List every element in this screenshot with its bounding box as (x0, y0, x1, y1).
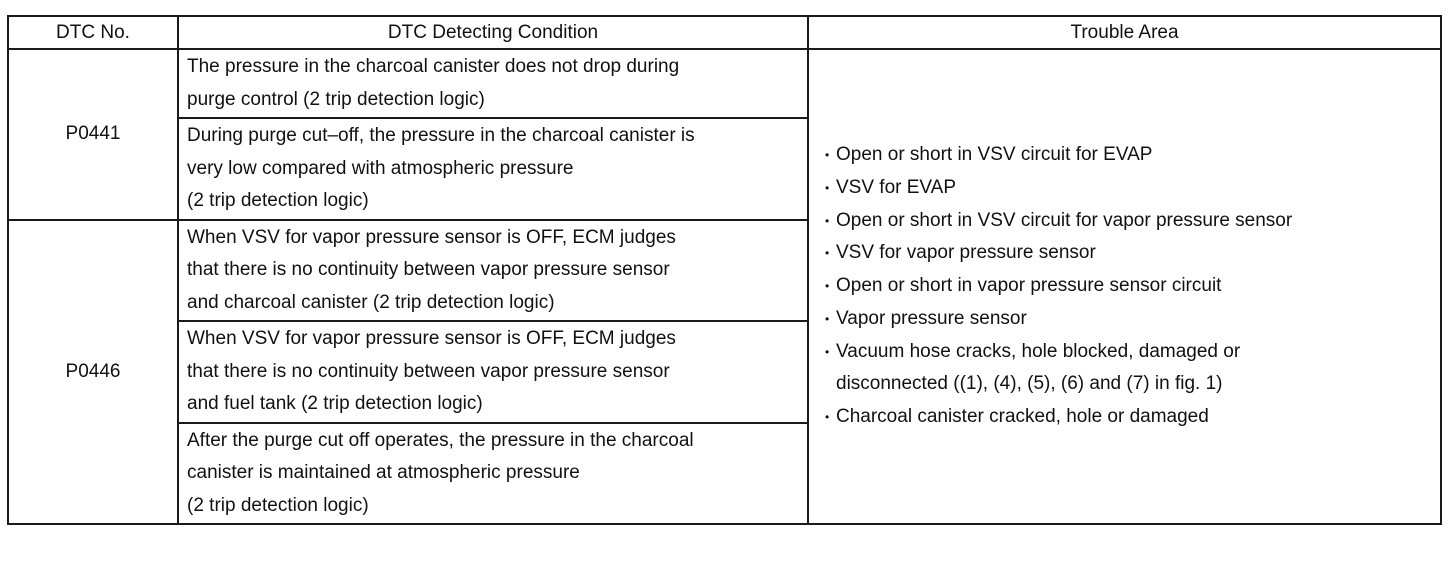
list-item: • Open or short in VSV circuit for vapor … (825, 205, 1430, 238)
condition-cell: The pressure in the charcoal canister do… (177, 48, 809, 119)
condition-cell: During purge cut–off, the pressure in th… (177, 117, 809, 221)
trouble-item-text: Vacuum hose cracks, hole blocked, damage… (836, 340, 1241, 395)
bullet-icon: • (825, 279, 830, 294)
header-trouble-area: Trouble Area (807, 15, 1442, 50)
trouble-item-text: Vapor pressure sensor (836, 307, 1027, 329)
bullet-icon: • (825, 409, 830, 424)
list-item: • Vacuum hose cracks, hole blocked, damag… (825, 336, 1430, 401)
table-row: During purge cut–off, the pressure in th… (8, 117, 1441, 221)
table-row: When VSV for vapor pressure sensor is OF… (8, 320, 1441, 424)
trouble-item-text: VSV for EVAP (836, 177, 957, 199)
condition-cell: When VSV for vapor pressure sensor is OF… (177, 320, 809, 424)
list-item: • Open or short in vapor pressure sensor … (825, 270, 1430, 303)
condition-cell: When VSV for vapor pressure sensor is OF… (177, 218, 809, 322)
bullet-icon: • (825, 181, 830, 196)
dtc-code-p0441: P0441 (7, 48, 179, 221)
table-row: P0441 The pressure in the charcoal canis… (7, 48, 1442, 525)
trouble-item-text: Open or short in vapor pressure sensor c… (836, 275, 1222, 297)
trouble-area-cell: • Open or short in VSV circuit for EVAP •… (807, 48, 1442, 525)
bullet-icon: • (825, 246, 830, 261)
header-row: DTC No. DTC Detecting Condition Trouble … (7, 15, 1442, 50)
header-detecting-condition: DTC Detecting Condition (177, 15, 809, 50)
trouble-item-text: Open or short in VSV circuit for vapor p… (836, 209, 1293, 231)
bullet-icon: • (825, 344, 830, 359)
list-item: • Vapor pressure sensor (825, 303, 1430, 336)
bullet-icon: • (825, 148, 830, 163)
trouble-item-text: VSV for vapor pressure sensor (836, 242, 1096, 264)
trouble-item-text: Open or short in VSV circuit for EVAP (836, 144, 1153, 166)
trouble-item-text: Charcoal canister cracked, hole or damag… (836, 405, 1209, 427)
table-row: P0446 When VSV for vapor pressure sensor… (7, 218, 1441, 525)
table-row: After the purge cut off operates, the pr… (8, 421, 1441, 525)
trouble-area-list: • Open or short in VSV circuit for EVAP •… (825, 139, 1430, 433)
list-item: • VSV for vapor pressure sensor (825, 237, 1430, 270)
dtc-code-p0446: P0446 (7, 218, 179, 525)
dtc-table: DTC No. DTC Detecting Condition Trouble … (7, 15, 1442, 525)
list-item: • Charcoal canister cracked, hole or dama… (825, 401, 1430, 434)
list-item: • VSV for EVAP (825, 172, 1430, 205)
bullet-icon: • (825, 311, 830, 326)
bullet-icon: • (825, 213, 830, 228)
list-item: • Open or short in VSV circuit for EVAP (825, 139, 1430, 172)
header-dtc-no: DTC No. (7, 15, 179, 50)
condition-cell: After the purge cut off operates, the pr… (177, 421, 809, 525)
